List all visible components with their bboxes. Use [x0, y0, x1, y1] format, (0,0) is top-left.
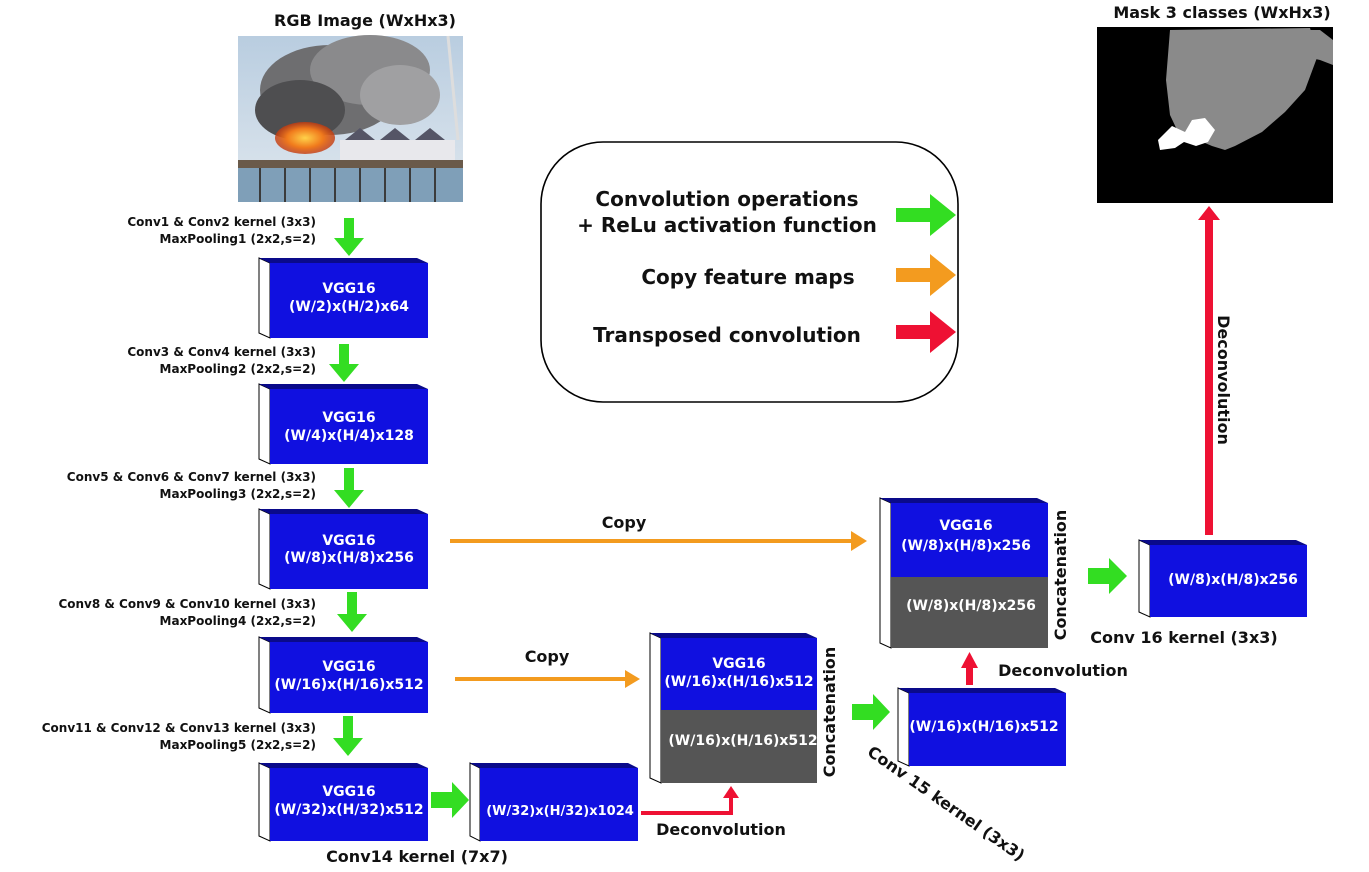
enc2-name: VGG16 [322, 410, 375, 426]
concat1-block: VGG16 (W/16)x(H/16)x512 (W/16)x(H/16)x51… [649, 632, 818, 784]
enc2-op2: MaxPooling2 (2x2,s=2) [160, 362, 316, 376]
concat2-block: VGG16 (W/8)x(H/8)x256 (W/8)x(H/8)x256 [879, 497, 1048, 649]
legend-green-arrow-icon [896, 194, 956, 236]
deconv2-label: Deconvolution [998, 661, 1128, 680]
encoder-block-1: VGG16 (W/2)x(H/2)x64 [258, 257, 428, 339]
down-arrow-icon [333, 716, 363, 756]
enc2-op1: Conv3 & Conv4 kernel (3x3) [127, 345, 316, 359]
legend: Convolution operations + ReLu activation… [540, 141, 959, 403]
input-image [238, 35, 463, 202]
copy1-label: Copy [602, 513, 647, 532]
concat2-label: Concatenation [1051, 510, 1070, 641]
enc1-name: VGG16 [322, 281, 375, 297]
enc3-op1: Conv5 & Conv6 & Conv7 kernel (3x3) [67, 470, 316, 484]
concat2-top-name: VGG16 [939, 518, 992, 534]
enc1-dims: (W/2)x(H/2)x64 [289, 299, 409, 315]
enc3-dims: (W/8)x(H/8)x256 [284, 550, 414, 566]
legend-transposed: Transposed convolution [593, 323, 861, 347]
conv16-dims: (W/8)x(H/8)x256 [1168, 572, 1298, 588]
down-arrow-icon [329, 344, 359, 382]
concat1-label: Concatenation [820, 647, 839, 778]
copy2-label: Copy [525, 647, 570, 666]
legend-conv-line2: + ReLu activation function [577, 213, 877, 237]
conv16-arrow-icon [1088, 558, 1127, 594]
conv14-label: Conv14 kernel (7x7) [326, 847, 508, 866]
concat2-top-dims: (W/8)x(H/8)x256 [901, 538, 1031, 554]
legend-conv-line1: Convolution operations [595, 187, 858, 211]
conv15-arrow-icon [852, 694, 890, 730]
concat1-top-dims: (W/16)x(H/16)x512 [664, 674, 813, 690]
enc2-dims: (W/4)x(H/4)x128 [284, 428, 414, 444]
output-mask [1097, 27, 1333, 203]
deconv1-arrow-icon [723, 786, 739, 798]
conv15-block: (W/16)x(H/16)x512 [897, 687, 1066, 767]
conv14-block: (W/32)x(H/32)x1024 [469, 762, 638, 842]
legend-box [540, 141, 959, 403]
concat1-top-name: VGG16 [712, 656, 765, 672]
concat1-bottom-dims: (W/16)x(H/16)x512 [668, 733, 817, 749]
encoder-block-3: VGG16 (W/8)x(H/8)x256 [258, 508, 428, 590]
concat2-bottom-dims: (W/8)x(H/8)x256 [906, 598, 1036, 614]
deconv3-arrow-icon [1198, 206, 1220, 220]
down-arrow-icon [334, 218, 364, 256]
enc4-op1: Conv8 & Conv9 & Conv10 kernel (3x3) [58, 597, 316, 611]
enc1-op2: MaxPooling1 (2x2,s=2) [160, 232, 316, 246]
deconv2-arrow-line [966, 667, 973, 685]
enc5-name: VGG16 [322, 784, 375, 800]
conv16-block: (W/8)x(H/8)x256 [1138, 539, 1307, 618]
encoder-green-arrows [329, 218, 367, 756]
conv14-arrow-icon [431, 782, 469, 818]
enc4-op2: MaxPooling4 (2x2,s=2) [160, 614, 316, 628]
conv16-label: Conv 16 kernel (3x3) [1090, 628, 1277, 647]
output-title: Mask 3 classes (WxHx3) [1113, 3, 1330, 22]
deconv1-label: Deconvolution [656, 820, 786, 839]
down-arrow-icon [334, 468, 364, 508]
enc3-op2: MaxPooling3 (2x2,s=2) [160, 487, 316, 501]
enc3-name: VGG16 [322, 533, 375, 549]
deconv3-arrow-line [1205, 220, 1213, 535]
encoder-block-4: VGG16 (W/16)x(H/16)x512 [258, 636, 428, 714]
legend-copy: Copy feature maps [641, 265, 854, 289]
deconv1-arrow-line [641, 798, 733, 815]
enc5-op1: Conv11 & Conv12 & Conv13 kernel (3x3) [42, 721, 316, 735]
enc5-dims: (W/32)x(H/32)x512 [274, 802, 423, 818]
conv15-dims: (W/16)x(H/16)x512 [909, 719, 1058, 735]
legend-orange-arrow-icon [896, 254, 956, 296]
deconv2-arrow-icon [961, 652, 978, 668]
input-title: RGB Image (WxHx3) [274, 11, 456, 30]
enc4-name: VGG16 [322, 659, 375, 675]
down-arrow-icon [337, 592, 367, 632]
legend-red-arrow-icon [896, 311, 956, 353]
copy1-arrow-icon [851, 531, 867, 551]
enc5-op2: MaxPooling5 (2x2,s=2) [160, 738, 316, 752]
deconv3-label: Deconvolution [1214, 315, 1233, 445]
copy2-arrow-icon [625, 670, 640, 688]
encoder-block-5: VGG16 (W/32)x(H/32)x512 [258, 762, 428, 842]
enc4-dims: (W/16)x(H/16)x512 [274, 677, 423, 693]
enc1-op1: Conv1 & Conv2 kernel (3x3) [127, 215, 316, 229]
encoder-block-2: VGG16 (W/4)x(H/4)x128 [258, 383, 428, 465]
conv14-dims: (W/32)x(H/32)x1024 [486, 804, 634, 819]
